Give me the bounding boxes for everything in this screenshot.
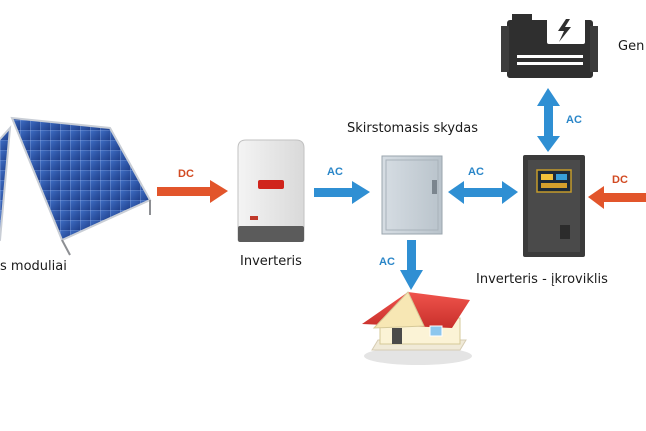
ac-arrow-board-house [400,240,423,290]
dc-arrow-charger-battery [588,186,646,209]
dc-flow-label-panels: DC [178,168,194,180]
generator-label: Gen [618,39,645,54]
inverter-charger-label: Inverteris - įkroviklis [476,272,608,287]
house-icon [362,291,472,365]
inverter-charger-icon [523,155,585,257]
dc-flow-label-battery: DC [612,174,628,186]
ac-flow-label-house: AC [379,256,395,268]
dc-arrow-panels-inverter [157,180,228,203]
distribution-board-icon [381,155,443,235]
ac-arrow-charger-generator [537,88,560,152]
ac-arrow-inverter-board [314,181,370,204]
inverter-label: Inverteris [240,254,302,269]
ac-flow-label-inverter: AC [327,166,343,178]
generator-icon [501,14,598,78]
solar-panels-label: s moduliai [0,259,67,274]
ac-arrow-board-charger [448,181,518,204]
inverter-icon [237,139,305,242]
ac-flow-label-board: AC [468,166,484,178]
distribution-board-label: Skirstomasis skydas [347,121,479,136]
solar-panel-icon [0,116,152,256]
ac-flow-label-generator: AC [566,114,582,126]
